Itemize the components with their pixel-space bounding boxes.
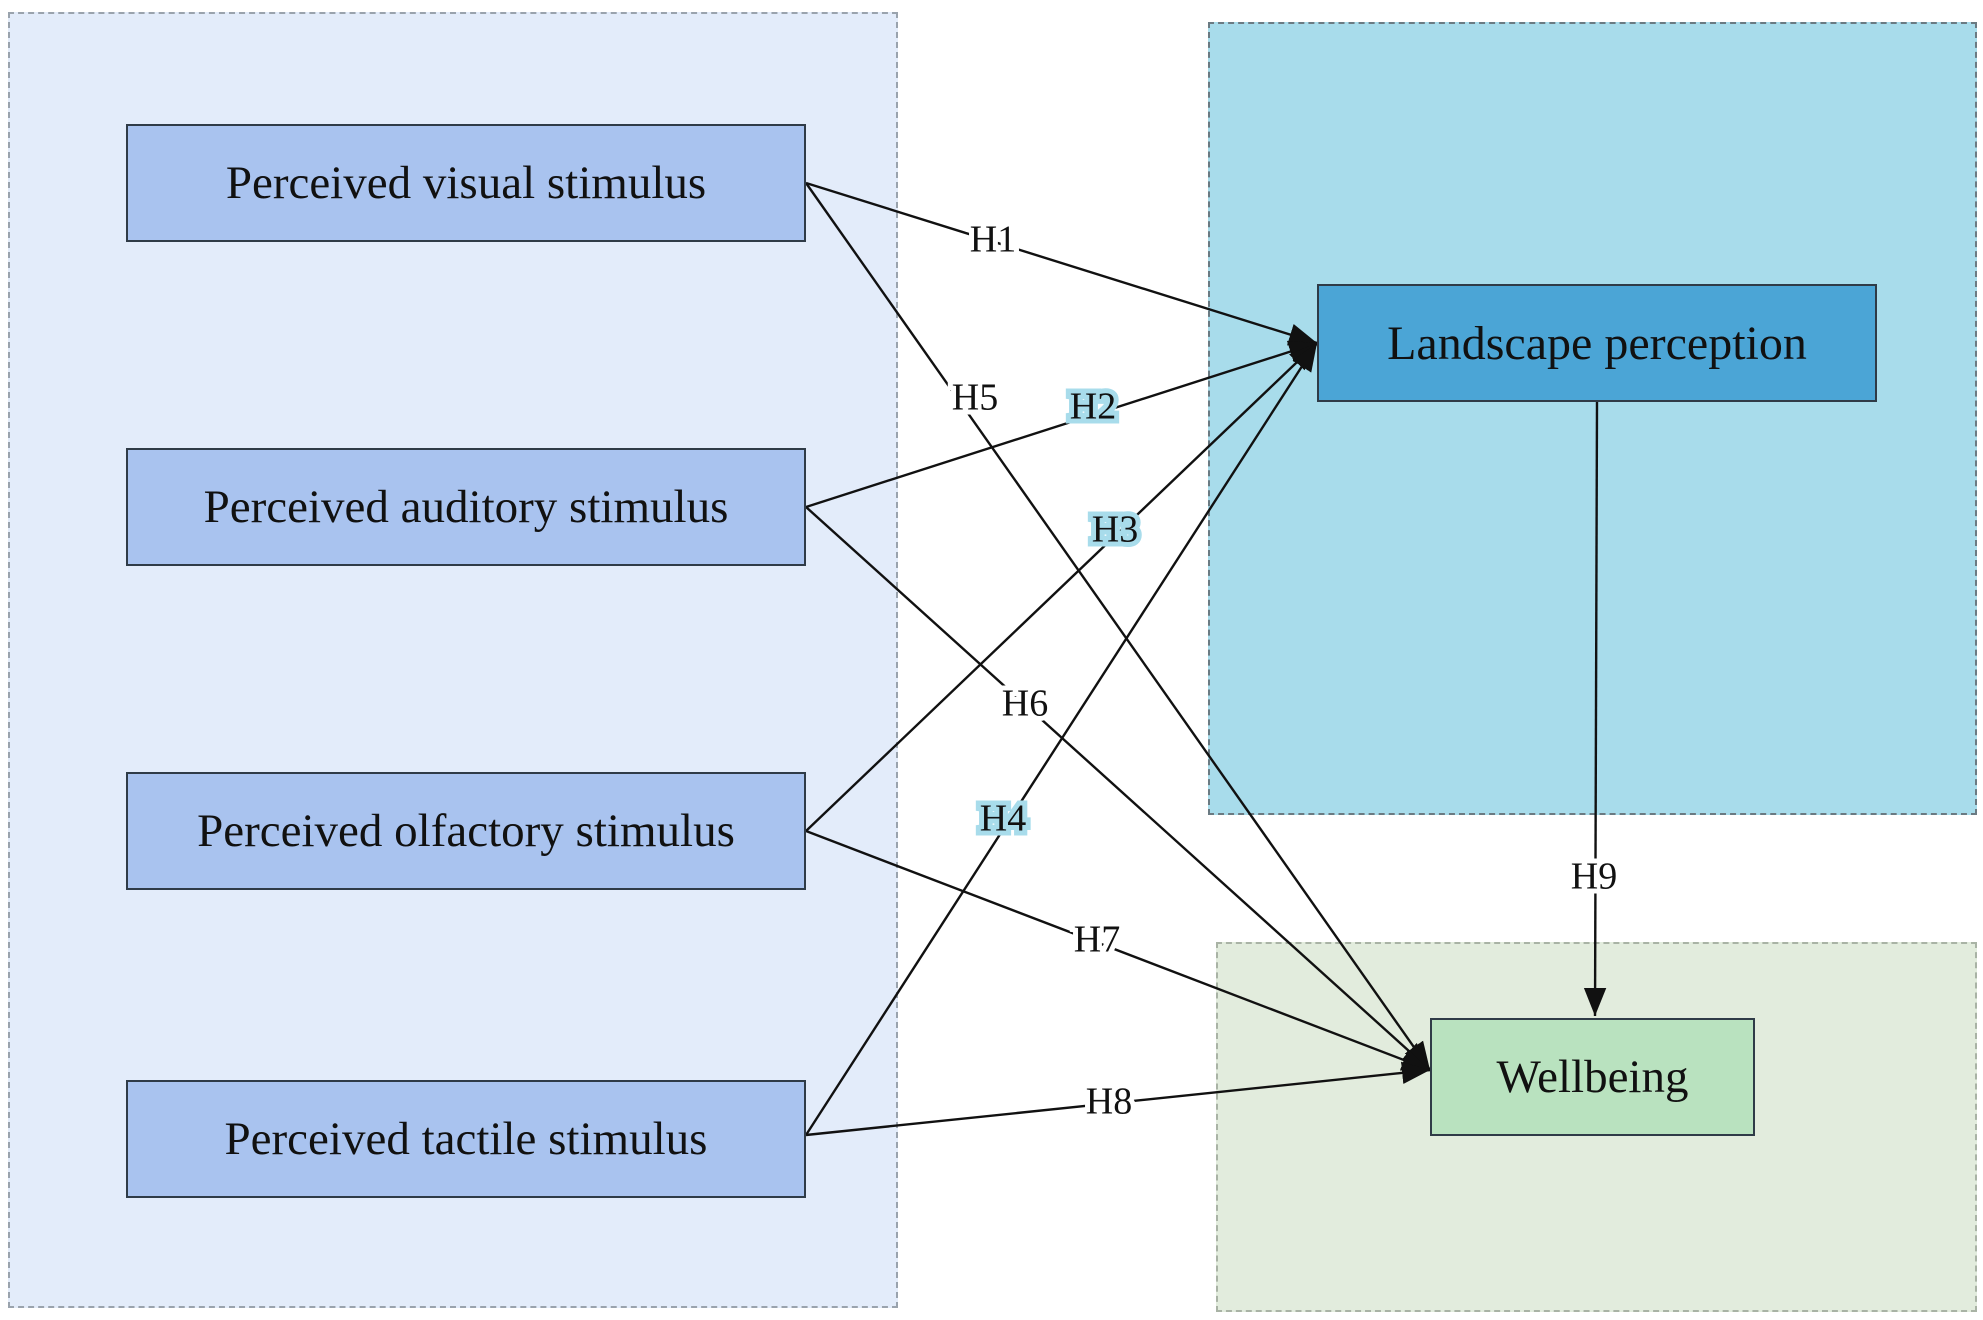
edge-label-h6: H6 — [1002, 683, 1048, 725]
node-perceived-auditory-stimulus: Perceived auditory stimulus — [126, 448, 806, 566]
node-perceived-tactile-stimulus: Perceived tactile stimulus — [126, 1080, 806, 1198]
edge-h5 — [805, 182, 1431, 1071]
edge-h9 — [1583, 401, 1607, 1017]
edge-label-h9: H9 — [1571, 856, 1617, 898]
node-wellbeing: Wellbeing — [1430, 1018, 1755, 1136]
landscape-region — [1208, 22, 1977, 815]
edge-label-h3: H3 — [1092, 509, 1138, 551]
edge-h7 — [805, 829, 1431, 1072]
edge-h2 — [805, 340, 1318, 509]
edge-h1 — [805, 181, 1318, 346]
edge-h8 — [805, 1061, 1431, 1137]
edge-label-h2: H2 — [1070, 386, 1116, 428]
node-label: Landscape perception — [1387, 316, 1807, 370]
node-perceived-visual-stimulus: Perceived visual stimulus — [126, 124, 806, 242]
edge-h3 — [805, 342, 1318, 832]
node-perceived-olfactory-stimulus: Perceived olfactory stimulus — [126, 772, 806, 890]
edge-h6 — [805, 506, 1431, 1071]
node-label: Perceived tactile stimulus — [224, 1113, 708, 1165]
node-label: Perceived auditory stimulus — [203, 481, 729, 533]
edge-label-h1: H1 — [970, 219, 1016, 261]
edge-label-h7: H7 — [1074, 919, 1120, 961]
node-label: Perceived olfactory stimulus — [197, 805, 735, 857]
edge-label-h4: H4 — [980, 798, 1026, 840]
edge-label-h5: H5 — [952, 377, 998, 419]
node-label: Wellbeing — [1496, 1051, 1689, 1103]
node-label: Perceived visual stimulus — [225, 157, 707, 209]
node-landscape-perception: Landscape perception — [1317, 284, 1877, 402]
edge-label-h8: H8 — [1086, 1081, 1132, 1123]
